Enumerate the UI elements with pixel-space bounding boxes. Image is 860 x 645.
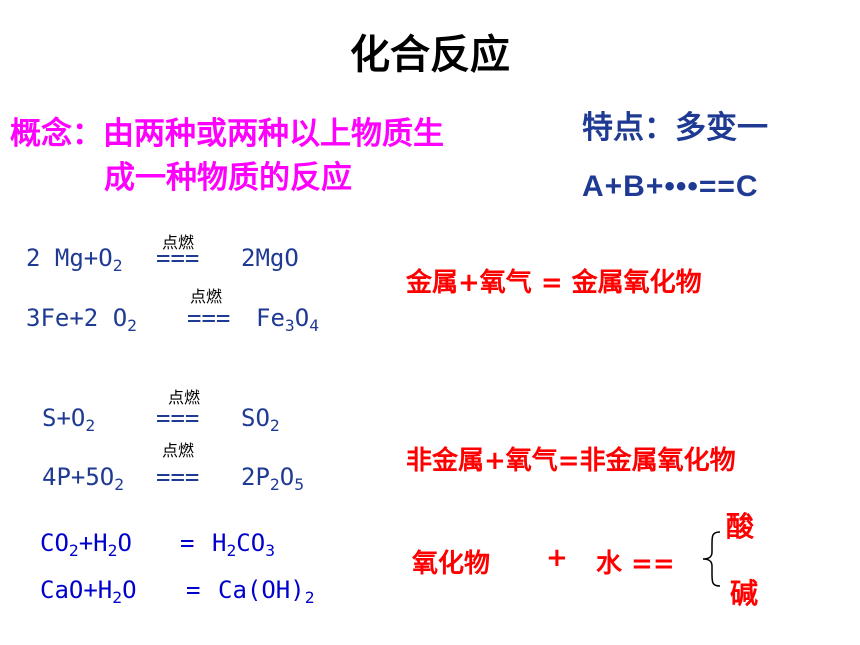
curly-brace-icon [700,530,724,588]
condition-label-fe: 点燃 [190,287,223,306]
equation-fe-product: Fe3O4 [256,304,320,335]
equation-mg-product: 2MgO [241,244,299,272]
equation-p-arrow: === [156,463,200,491]
equation-mg-arrow: === [156,244,200,272]
equation-fe-arrow: === [187,304,231,332]
product-base: 碱 [730,577,759,610]
condition-label-mg: 点燃 [162,233,195,252]
equation-s-product: SO2 [241,404,280,435]
condition-label-s: 点燃 [168,388,201,407]
equation-p-reactants: 4P+5O2 [42,463,125,494]
equation-co2-reactants: CO2+H2O [40,529,132,560]
condition-label-p: 点燃 [162,441,195,460]
feature-label: 特点：多变一 [582,110,768,146]
equation-co2-product: H2CO3 [212,529,276,560]
rule-plus: + [546,543,568,573]
equation-mg-reactants: 2 Mg+O2 [26,244,123,275]
equation-p-product: 2P2O5 [241,463,305,494]
equation-cao-product: Ca(OH)2 [218,576,315,607]
equation-fe-reactants: 3Fe+2 O2 [26,304,137,335]
equation-cao-reactants: CaO+H2O [40,576,137,607]
rule-metal-oxygen: 金属+氧气 = 金属氧化物 [406,268,702,298]
equation-co2-equals: = [180,529,195,557]
concept-line-1: 概念：由两种或两种以上物质生 [10,116,444,152]
rule-water-equals: 水 == [596,549,675,579]
product-acid: 酸 [726,510,755,543]
equation-s-arrow: === [156,404,200,432]
equation-cao-equals: = [186,576,201,604]
concept-line-2: 成一种物质的反应 [104,160,352,196]
equation-s-reactants: S+O2 [42,404,96,435]
rule-nonmetal-oxygen: 非金属+氧气=非金属氧化物 [406,446,736,476]
feature-formula: A+B+•••==C [582,170,759,203]
page-title: 化合反应 [350,32,510,78]
rule-oxide: 氧化物 [412,549,491,579]
